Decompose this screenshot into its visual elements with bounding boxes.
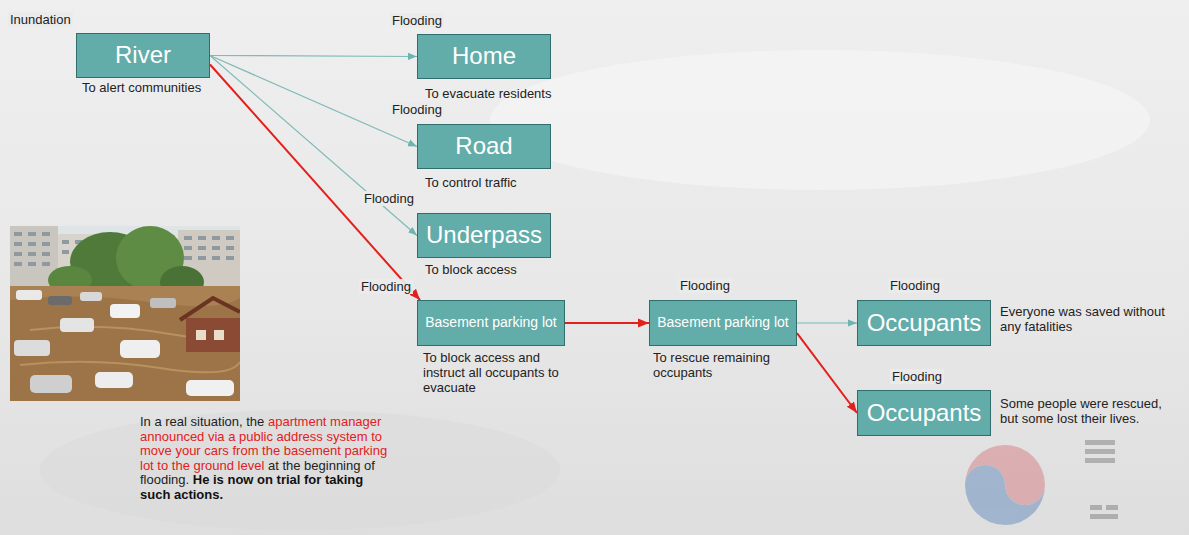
occupants-box: OccupantsFloodingSome people were rescue… [857, 390, 991, 436]
box-label: Underpass [426, 222, 542, 248]
flow-arrow [210, 56, 417, 236]
river-box: RiverInundationTo alert communities [76, 33, 210, 78]
box-shape: Occupants [857, 390, 991, 436]
box-label: Road [455, 133, 512, 159]
note-span: In a real situation, the [140, 414, 264, 429]
box-shape: Occupants [857, 300, 991, 346]
action-description: To rescue remaining occupants [653, 350, 788, 380]
box-label: Home [452, 43, 516, 69]
state-heading: Flooding [390, 102, 444, 117]
action-description: To block access and instruct all occupan… [423, 350, 568, 395]
box-label: Basement parking lot [425, 315, 557, 330]
action-description: To alert communities [82, 80, 282, 95]
parking-box: Basement parking lotFloodingTo block acc… [417, 300, 565, 346]
critical-arrow [565, 322, 649, 324]
box-shape: Home [417, 34, 551, 79]
state-heading: Flooding [390, 13, 444, 28]
action-description: To block access [425, 262, 625, 277]
box-label: Occupants [867, 400, 982, 426]
action-description: To evacuate residents [425, 86, 625, 101]
box-shape: Road [417, 124, 551, 169]
parking-box: Basement parking lotFloodingTo rescue re… [649, 300, 797, 346]
box-shape: Underpass [417, 213, 551, 258]
action-description: Some people were rescued, but some lost … [1000, 396, 1182, 426]
state-heading: Flooding [362, 191, 416, 206]
box-label: Occupants [867, 310, 982, 336]
flow-arrow [797, 322, 857, 323]
flow-arrow [210, 56, 417, 57]
box-label: River [115, 42, 171, 68]
state-heading: Flooding [890, 369, 944, 384]
box-shape: River [76, 33, 210, 78]
box-shape: Basement parking lot [417, 300, 565, 346]
underpass-box: UnderpassFloodingTo block access [417, 213, 551, 258]
action-description: Everyone was saved without any fatalitie… [1000, 304, 1182, 334]
state-heading: Flooding [888, 278, 942, 293]
box-label: Basement parking lot [657, 315, 789, 330]
flow-arrow [210, 56, 417, 147]
action-description: To control traffic [425, 175, 625, 190]
home-box: HomeFloodingTo evacuate residents [417, 34, 551, 79]
state-heading: Inundation [8, 12, 73, 27]
note-text: In a real situation, the apartment manag… [140, 415, 392, 502]
state-heading: Flooding [359, 279, 413, 294]
box-shape: Basement parking lot [649, 300, 797, 346]
critical-arrow [210, 65, 420, 301]
occupants-box: OccupantsFloodingEveryone was saved with… [857, 300, 991, 346]
road-box: RoadFloodingTo control traffic [417, 124, 551, 169]
flag-watermark [965, 440, 1118, 525]
state-heading: Flooding [678, 278, 732, 293]
critical-arrow [797, 333, 857, 413]
